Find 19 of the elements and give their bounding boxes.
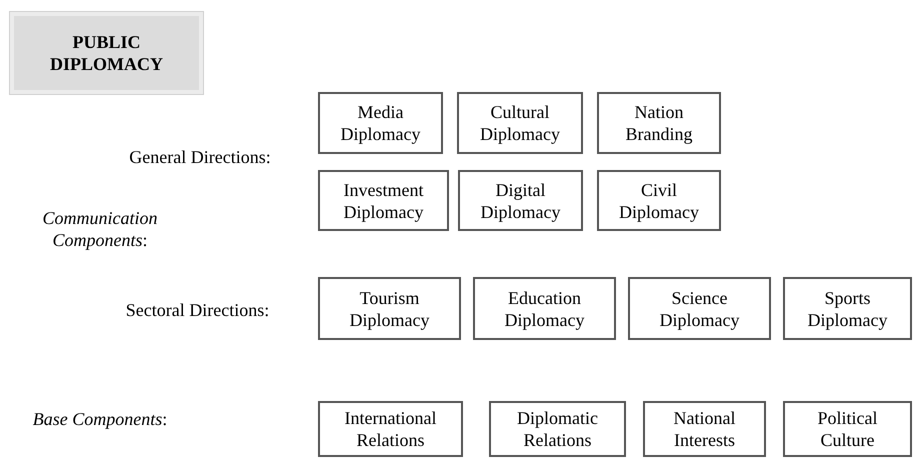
category-box: Investment Diplomacy (318, 170, 449, 231)
category-box: Cultural Diplomacy (457, 92, 583, 154)
category-box: Nation Branding (597, 92, 721, 154)
row-label: Sectoral Directions: (124, 299, 270, 321)
category-box: Education Diplomacy (473, 277, 616, 340)
category-box: National Interests (643, 401, 766, 457)
category-box: Media Diplomacy (318, 92, 443, 154)
category-box: Political Culture (783, 401, 912, 457)
category-box: Civil Diplomacy (597, 170, 721, 231)
row-label: General Directions: (128, 146, 272, 168)
title-box: PUBLIC DIPLOMACY (10, 12, 203, 94)
category-box: Tourism Diplomacy (318, 277, 461, 340)
category-box: Diplomatic Relations (489, 401, 626, 457)
category-box: International Relations (318, 401, 463, 457)
category-box: Science Diplomacy (628, 277, 771, 340)
row-label: Communication Components: (42, 207, 158, 251)
category-box: Digital Diplomacy (458, 170, 583, 231)
row-label: Base Components: (32, 408, 168, 430)
category-box: Sports Diplomacy (783, 277, 912, 340)
